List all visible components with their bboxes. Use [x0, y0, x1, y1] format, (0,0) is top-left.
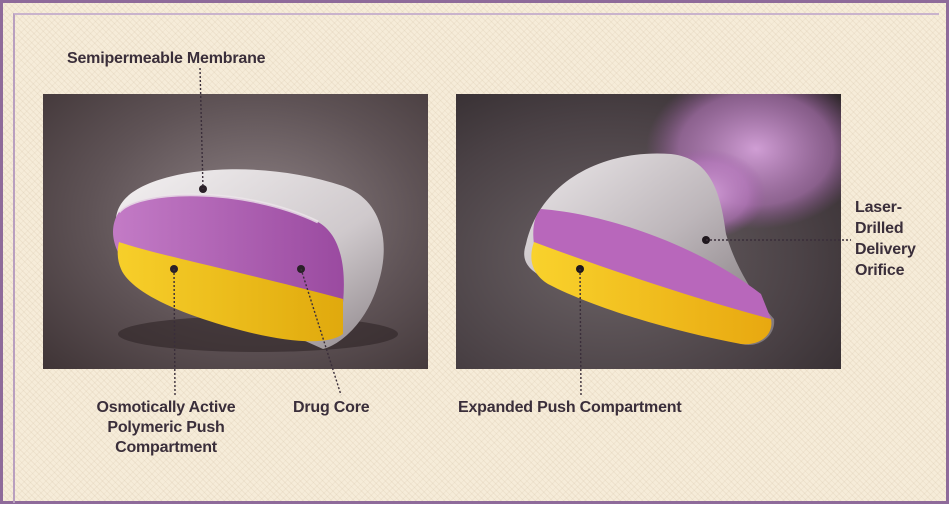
expanded-push-leader	[580, 269, 581, 395]
orifice-line-2: Drilled	[855, 218, 916, 239]
osmotic-leader	[174, 269, 175, 395]
osmotic-push-label: Osmotically Active Polymeric Push Compar…	[51, 398, 281, 458]
expanded-push-label: Expanded Push Compartment	[458, 398, 681, 418]
orifice-line-3: Delivery	[855, 239, 916, 260]
membrane-leader	[200, 68, 203, 189]
semipermeable-membrane-label: Semipermeable Membrane	[67, 49, 265, 69]
orifice-line-1: Laser-	[855, 197, 916, 218]
drug-core-label: Drug Core	[293, 398, 369, 418]
laser-orifice-label: Laser- Drilled Delivery Orifice	[855, 197, 916, 281]
osmotic-line-1: Osmotically Active	[51, 398, 281, 418]
osmotic-line-2: Polymeric Push	[51, 418, 281, 438]
orifice-line-4: Orifice	[855, 260, 916, 281]
drug-core-leader	[301, 269, 341, 395]
osmotic-line-3: Compartment	[51, 438, 281, 458]
